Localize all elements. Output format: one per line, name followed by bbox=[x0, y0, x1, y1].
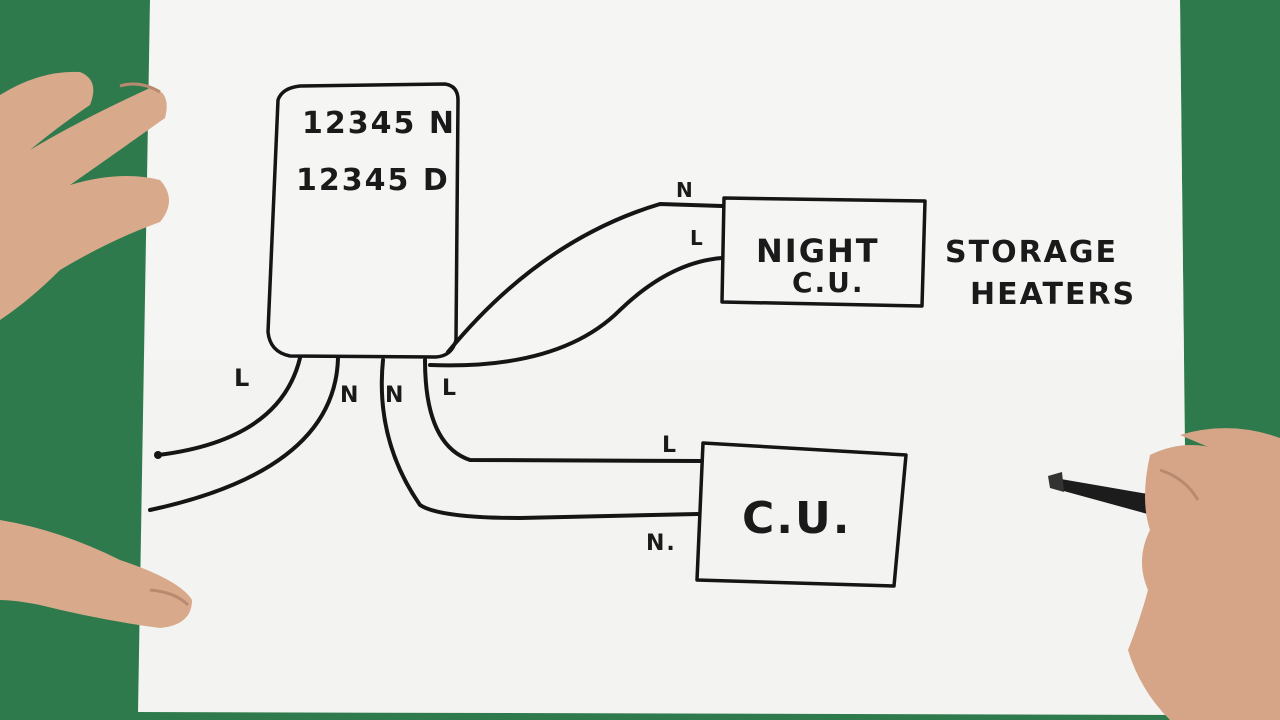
outgoing-live-label: L bbox=[442, 376, 458, 401]
cu-live-wire bbox=[423, 358, 704, 463]
night-cu-neutral-terminal: N bbox=[676, 178, 695, 202]
storage-heaters-line2: HEATERS bbox=[970, 277, 1136, 312]
wire-end-dot bbox=[154, 451, 162, 459]
storage-heaters-line1: STORAGE bbox=[945, 235, 1118, 270]
incoming-neutral-wire bbox=[148, 356, 340, 512]
meter-reading-day: 12345 D bbox=[296, 163, 450, 198]
night-cu-title: NIGHT bbox=[756, 232, 880, 270]
outgoing-neutral-label: N bbox=[385, 383, 405, 408]
cu-neutral-wire bbox=[379, 358, 700, 520]
incoming-live-label: L bbox=[234, 364, 251, 392]
night-cu-live-wire bbox=[428, 256, 724, 368]
night-cu-box bbox=[720, 196, 927, 308]
left-hand bbox=[0, 71, 192, 628]
incoming-live-wire bbox=[156, 356, 302, 457]
cu-neutral-terminal: N. bbox=[646, 531, 677, 556]
incoming-neutral-label: N bbox=[340, 383, 360, 408]
cu-live-terminal: L bbox=[662, 433, 678, 458]
night-cu-neutral-wire bbox=[446, 202, 724, 354]
cu-box bbox=[695, 441, 908, 588]
meter-box bbox=[266, 82, 460, 359]
night-cu-subtitle: C.U. bbox=[792, 266, 865, 299]
meter-reading-night: 12345 N bbox=[302, 106, 456, 141]
night-cu-live-terminal: L bbox=[690, 226, 705, 250]
cu-title: C.U. bbox=[742, 493, 851, 544]
right-hand-with-marker bbox=[1048, 428, 1280, 720]
